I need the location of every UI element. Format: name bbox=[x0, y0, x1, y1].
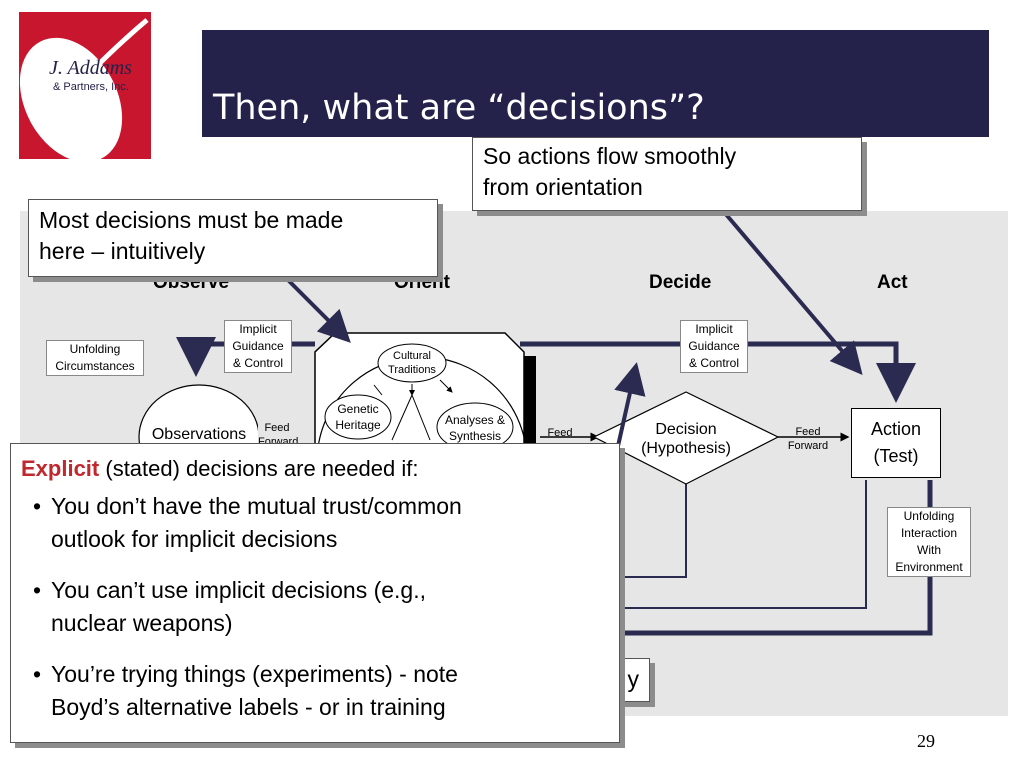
logo-line2: & Partners, Inc. bbox=[53, 81, 129, 93]
feedback-line-bottom bbox=[620, 480, 933, 636]
company-logo: J. Addams & Partners, Inc. bbox=[19, 12, 151, 159]
explicit-bullet-1: • You don’t have the mutual trust/common… bbox=[21, 490, 609, 556]
logo-graphic: J. Addams & Partners, Inc. bbox=[19, 18, 149, 159]
orient-inner-arrows bbox=[391, 384, 431, 441]
genetic-heritage-line1: Genetic bbox=[337, 402, 379, 416]
action-line2: (Test) bbox=[873, 446, 919, 466]
cultural-traditions-bubble bbox=[377, 343, 447, 383]
callout-actions-line2: from orientation bbox=[483, 174, 643, 200]
implicit-right-line2: Guidance bbox=[688, 339, 740, 353]
bullet-1-line2: outlook for implicit decisions bbox=[51, 526, 338, 552]
genetic-heritage-bubble bbox=[324, 394, 392, 440]
bullet-2-line1: You can’t use implicit decisions (e.g., bbox=[51, 577, 427, 603]
implicit-right-line3: & Control bbox=[688, 356, 740, 370]
implicit-guidance-label-left: Implicit Guidance & Control bbox=[224, 320, 292, 373]
callout-decisions-line2: here – intuitively bbox=[39, 238, 206, 264]
analyses-synthesis-label: Analyses & Synthesis bbox=[437, 412, 513, 444]
callout-arrow-decide bbox=[614, 362, 646, 456]
observations-label: Observations bbox=[151, 426, 247, 443]
orient-octagon-shadow bbox=[524, 356, 536, 470]
phase-act: Act bbox=[877, 272, 908, 293]
phase-orient: Orient bbox=[394, 272, 450, 293]
feed-forward-1-line1: Feed bbox=[264, 422, 290, 434]
explicit-bullet-3: • You’re trying things (experiments) - n… bbox=[21, 658, 609, 724]
unfolding-interaction-label: Unfolding Interaction With Environment bbox=[887, 507, 971, 577]
explicit-decisions-box: Explicit (stated) decisions are needed i… bbox=[10, 443, 620, 743]
explicit-heading-rest: (stated) decisions are needed if: bbox=[99, 456, 419, 481]
implicit-left-line1: Implicit bbox=[239, 322, 277, 336]
unfolding-circumstances-label: Unfolding Circumstances bbox=[46, 340, 144, 376]
feedback-line-middle bbox=[620, 480, 867, 609]
decision-label: Decision (Hypothesis) bbox=[622, 420, 750, 458]
feed-forward-3-line2: Forward bbox=[787, 440, 829, 452]
analyses-synthesis-line2: Synthesis bbox=[448, 429, 502, 443]
bullet-1-line1: You don’t have the mutual trust/common bbox=[51, 493, 462, 519]
implicit-left-line3: & Control bbox=[232, 356, 284, 370]
genetic-heritage-line2: Heritage bbox=[335, 418, 381, 432]
explicit-emphasis: Explicit bbox=[21, 456, 100, 481]
page-number: 29 bbox=[917, 731, 935, 751]
action-line1: Action bbox=[870, 419, 922, 439]
callout-actions-line1: So actions flow smoothly bbox=[483, 143, 737, 169]
unfolding-interaction-line1: Unfolding bbox=[903, 509, 955, 523]
decision-line2: (Hypothesis) bbox=[641, 440, 731, 457]
cultural-traditions-line2: Traditions bbox=[388, 364, 436, 376]
action-box: Action (Test) bbox=[851, 408, 941, 478]
implicit-left-line2: Guidance bbox=[232, 339, 284, 353]
slide-title: Then, what are “decisions”? bbox=[213, 88, 705, 128]
decision-line1: Decision bbox=[655, 421, 717, 438]
feed-forward-3-line1: Feed bbox=[795, 426, 821, 438]
unfolding-interaction-line4: Environment bbox=[895, 560, 963, 574]
explicit-bullet-list: • You don’t have the mutual trust/common… bbox=[21, 490, 609, 724]
explicit-bullet-2: • You can’t use implicit decisions (e.g.… bbox=[21, 574, 609, 640]
cultural-traditions-label: Cultural Traditions bbox=[380, 349, 444, 377]
bullet-3-line2: Boyd’s alternative labels - or in traini… bbox=[51, 694, 446, 720]
unfolding-interaction-line3: With bbox=[917, 543, 941, 557]
callout-actions-flow: So actions flow smoothly from orientatio… bbox=[472, 137, 862, 211]
bullet-2-line2: nuclear weapons) bbox=[51, 610, 233, 636]
feedback-line-decision bbox=[620, 480, 687, 578]
callout-arrow-actions bbox=[722, 210, 863, 376]
phase-observe: Observe bbox=[153, 272, 230, 293]
implicit-right-line1: Implicit bbox=[695, 322, 733, 336]
partial-label-text: y bbox=[627, 666, 640, 692]
logo-line1: J. Addams bbox=[49, 57, 132, 79]
analyses-synthesis-line1: Analyses & bbox=[444, 413, 506, 427]
feed-label-2: Feed bbox=[547, 427, 573, 439]
callout-decisions-intuitive: Most decisions must be made here – intui… bbox=[28, 199, 438, 277]
callout-decisions-line1: Most decisions must be made bbox=[39, 207, 344, 233]
unfolding-circumstances-line2: Circumstances bbox=[55, 359, 135, 373]
unfolding-interaction-line2: Interaction bbox=[900, 526, 958, 540]
genetic-heritage-label: Genetic Heritage bbox=[326, 401, 390, 433]
implicit-guidance-label-right: Implicit Guidance & Control bbox=[680, 320, 748, 373]
unfolding-circumstances-line1: Unfolding bbox=[69, 342, 121, 356]
bullet-3-line1: You’re trying things (experiments) - not… bbox=[51, 661, 458, 687]
explicit-heading: Explicit (stated) decisions are needed i… bbox=[21, 452, 609, 486]
phase-decide: Decide bbox=[649, 272, 712, 293]
orient-inner-arrows-2 bbox=[373, 379, 452, 395]
cultural-traditions-line1: Cultural bbox=[393, 350, 431, 362]
title-bar bbox=[202, 30, 989, 137]
feed-forward-label-3: Feed Forward bbox=[782, 425, 834, 453]
